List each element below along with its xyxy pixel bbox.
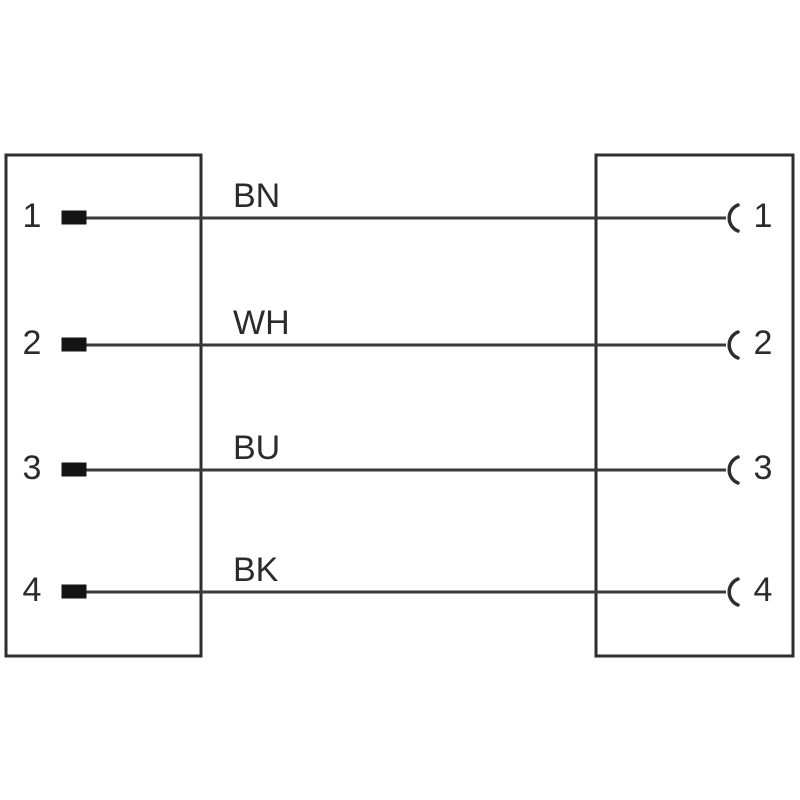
wire-row: 1 1 BN [23,177,773,235]
wire-color-label: BU [233,429,280,467]
left-pin-contact [61,462,87,477]
left-pin-number: 2 [23,324,42,362]
left-pin-contact [61,584,87,599]
right-socket-number: 3 [754,449,773,487]
wire-row: 4 4 BK [23,551,773,609]
left-connector-body [4,153,203,658]
left-pin-number: 1 [23,197,42,235]
wire-color-label: WH [233,304,290,342]
left-pin-contact [61,337,87,352]
right-socket-contact [727,330,740,360]
right-socket-number: 2 [754,324,773,362]
wire-color-label: BK [233,551,279,589]
wire-row: 3 3 BU [23,429,773,487]
left-pin-contact [61,210,87,225]
right-socket-number: 1 [754,197,773,235]
left-pin-number: 3 [23,449,42,487]
right-socket-contact [727,203,740,233]
right-socket-contact [727,455,740,485]
right-socket-contact [727,577,740,607]
right-connector-body [594,153,795,658]
left-pin-number: 4 [23,571,42,609]
right-socket-number: 4 [754,571,773,609]
wire-color-label: BN [233,177,280,215]
wire-row: 2 2 WH [23,304,773,362]
